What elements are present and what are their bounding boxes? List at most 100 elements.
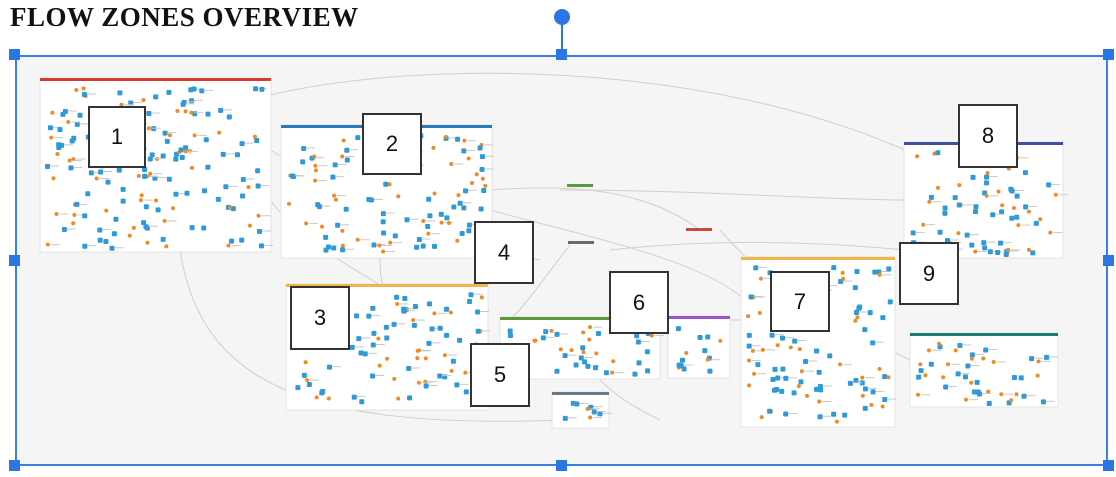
- dataset-node-icon: [831, 265, 837, 271]
- dataset-node-icon: [146, 111, 152, 117]
- dataset-node-icon: [746, 332, 752, 338]
- dataset-node-icon: [461, 148, 467, 154]
- recipe-node-icon: [926, 348, 931, 353]
- recipe-node-icon: [439, 220, 444, 225]
- dataset-node-icon: [366, 197, 372, 203]
- recipe-node-icon: [72, 212, 77, 217]
- recipe-node-icon: [312, 154, 317, 159]
- recipe-node-icon: [189, 110, 194, 115]
- recipe-node-icon: [66, 119, 71, 124]
- dataset-node-icon: [45, 163, 51, 169]
- dataset-node-icon: [255, 183, 261, 189]
- dataset-node-icon: [862, 327, 868, 333]
- recipe-node-icon: [456, 193, 461, 198]
- dataset-node-icon: [103, 239, 109, 245]
- dataset-node-icon: [942, 205, 948, 211]
- dataset-node-icon: [97, 227, 103, 233]
- recipe-node-icon: [119, 102, 124, 107]
- recipe-node-icon: [246, 185, 251, 190]
- recipe-node-icon: [986, 389, 991, 394]
- dataset-node-icon: [147, 156, 153, 162]
- recipe-node-icon: [462, 138, 467, 143]
- resize-handle-bottom[interactable]: [556, 460, 567, 471]
- rotate-handle[interactable]: [554, 9, 570, 25]
- dataset-node-icon: [98, 169, 104, 175]
- dataset-node-icon: [681, 366, 687, 372]
- zone-label: 8: [958, 104, 1018, 168]
- recipe-node-icon: [941, 375, 946, 380]
- recipe-node-icon: [313, 163, 318, 168]
- recipe-node-icon: [483, 183, 488, 188]
- recipe-node-icon: [167, 133, 172, 138]
- resize-handle-top-right[interactable]: [1103, 49, 1114, 60]
- recipe-node-icon: [449, 368, 454, 373]
- dataset-node-icon: [401, 306, 407, 312]
- resize-handle-top[interactable]: [556, 49, 567, 60]
- dataset-node-icon: [1046, 182, 1052, 188]
- recipe-node-icon: [313, 178, 318, 183]
- dataset-node-icon: [60, 111, 66, 117]
- dataset-node-icon: [475, 309, 481, 315]
- dataset-node-icon: [71, 135, 77, 141]
- flow-zone-header: [286, 284, 488, 287]
- resize-handle-bottom-right[interactable]: [1103, 460, 1114, 471]
- zone-label: 6: [609, 271, 669, 334]
- dataset-node-icon: [289, 173, 295, 179]
- dataset-node-icon: [554, 331, 560, 337]
- dataset-node-icon: [77, 112, 83, 118]
- resize-handle-right[interactable]: [1103, 255, 1114, 266]
- recipe-node-icon: [146, 126, 151, 131]
- dataset-node-icon: [847, 380, 853, 386]
- dataset-node-icon: [831, 411, 837, 417]
- dataset-node-icon: [854, 268, 860, 274]
- flow-zone-header: [741, 257, 895, 260]
- dataset-node-icon: [116, 167, 122, 173]
- recipe-node-icon: [175, 108, 180, 113]
- dataset-node-icon: [636, 360, 642, 366]
- flow-link: [489, 187, 701, 231]
- recipe-node-icon: [227, 205, 232, 210]
- dataset-node-icon: [918, 368, 924, 374]
- dataset-node-icon: [425, 224, 431, 230]
- recipe-node-icon: [226, 243, 231, 248]
- resize-handle-bottom-left[interactable]: [9, 460, 20, 471]
- recipe-node-icon: [927, 199, 932, 204]
- dataset-node-icon: [748, 294, 754, 300]
- recipe-node-icon: [804, 393, 809, 398]
- dataset-node-icon: [680, 357, 686, 363]
- recipe-node-icon: [746, 358, 751, 363]
- dataset-node-icon: [366, 313, 372, 319]
- dataset-node-icon: [327, 364, 333, 370]
- dataset-node-icon: [702, 348, 708, 354]
- dataset-node-icon: [937, 229, 943, 235]
- resize-handle-left[interactable]: [9, 255, 20, 266]
- dataset-node-icon: [426, 301, 432, 307]
- recipe-node-icon: [377, 363, 382, 368]
- dataset-node-icon: [202, 188, 208, 194]
- dataset-node-icon: [983, 180, 989, 186]
- dataset-node-icon: [859, 380, 865, 386]
- recipe-node-icon: [94, 176, 99, 181]
- dataset-node-icon: [943, 384, 949, 390]
- dataset-node-icon: [853, 377, 859, 383]
- dataset-node-icon: [955, 371, 961, 377]
- dataset-node-icon: [862, 405, 868, 411]
- recipe-node-icon: [395, 301, 400, 306]
- recipe-node-icon: [139, 193, 144, 198]
- resize-handle-top-left[interactable]: [9, 49, 20, 60]
- dataset-node-icon: [444, 306, 450, 312]
- dataset-node-icon: [301, 146, 307, 152]
- recipe-node-icon: [585, 406, 590, 411]
- dataset-node-icon: [774, 387, 780, 393]
- recipe-node-icon: [860, 375, 865, 380]
- recipe-node-icon: [421, 218, 426, 223]
- dataset-node-icon: [1018, 375, 1024, 381]
- recipe-node-icon: [341, 138, 346, 143]
- recipe-node-icon: [67, 158, 72, 163]
- recipe-node-icon: [162, 218, 167, 223]
- dataset-node-icon: [1040, 399, 1046, 405]
- recipe-node-icon: [448, 310, 453, 315]
- dataset-node-icon: [942, 210, 948, 216]
- dataset-node-icon: [507, 333, 513, 339]
- recipe-node-icon: [936, 341, 941, 346]
